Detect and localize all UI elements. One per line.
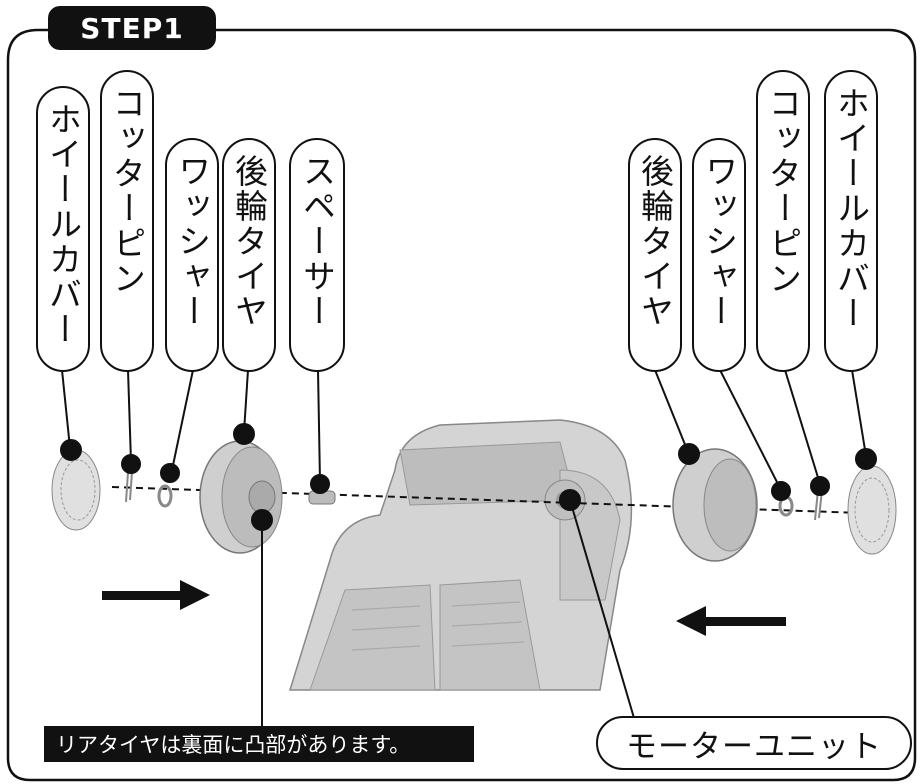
label-spacer: スペーサー: [289, 138, 345, 372]
wheel-cover-left: [51, 449, 101, 531]
rear-tire-left: [199, 440, 283, 554]
label-rear-tire-right: 後輪タイヤ: [628, 138, 682, 372]
label-cotter-pin-right: コッターピン: [756, 70, 810, 372]
wheel-cover-right: [847, 465, 897, 555]
label-wheel-cover-left: ホイールカバー: [36, 86, 90, 372]
leader-lines: [60, 369, 877, 730]
car-body: [288, 419, 633, 691]
motor-unit-label: モーターユニット: [596, 716, 912, 770]
rear-tire-right: [672, 448, 758, 562]
cotter-pin-left: [125, 471, 133, 503]
label-washer-right: ワッシャー: [692, 138, 746, 372]
step-tab: STEP1: [48, 6, 216, 50]
label-wheel-cover-right: ホイールカバー: [824, 70, 878, 372]
step-label: STEP1: [80, 11, 184, 45]
frame-border: [6, 28, 917, 782]
label-washer-left: ワッシャー: [165, 138, 219, 372]
arrow-right-indicator: [102, 580, 210, 610]
washer-left: [157, 484, 173, 508]
arrow-left-indicator: [676, 606, 786, 636]
label-cotter-pin-left: コッターピン: [100, 70, 154, 372]
label-rear-tire-left: 後輪タイヤ: [222, 138, 276, 372]
rear-tire-note: リアタイヤは裏面に凸部があります。: [44, 726, 474, 762]
